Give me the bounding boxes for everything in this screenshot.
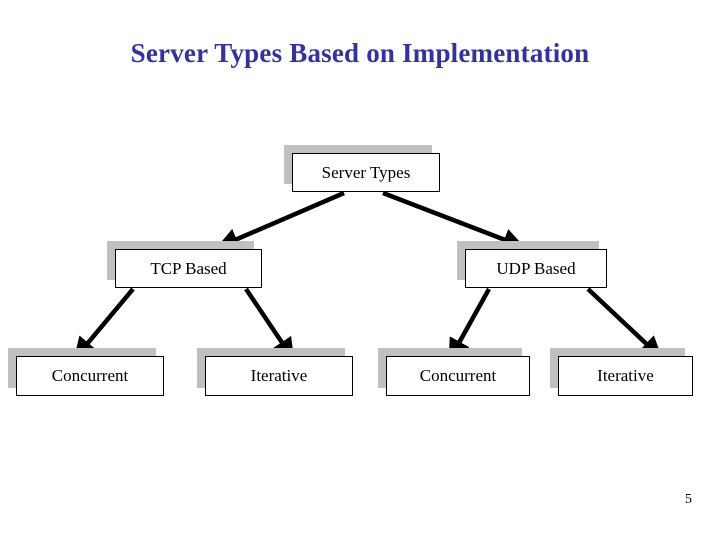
node-face: UDP Based — [465, 249, 607, 288]
page-number: 5 — [685, 492, 692, 507]
edge-udp-to-iterative — [586, 287, 663, 359]
node-label: UDP Based — [496, 258, 576, 278]
node-tcp-concurrent[interactable]: Concurrent — [8, 348, 164, 396]
node-label: TCP Based — [150, 258, 227, 278]
node-udp-concurrent[interactable]: Concurrent — [378, 348, 530, 396]
node-face: Iterative — [205, 356, 353, 396]
node-tcp-based[interactable]: TCP Based — [107, 241, 262, 288]
node-face: Server Types — [292, 153, 440, 192]
node-label: Server Types — [321, 162, 411, 182]
edge-tcp-to-concurrent — [73, 287, 135, 361]
node-face: Iterative — [558, 356, 693, 396]
node-udp-based[interactable]: UDP Based — [457, 241, 607, 288]
node-label: Concurrent — [419, 366, 497, 385]
edge-tcp-to-iterative — [244, 287, 295, 361]
edge-root-to-udp — [382, 190, 526, 251]
edge-udp-to-concurrent — [448, 287, 491, 362]
node-face: TCP Based — [115, 249, 262, 288]
node-face: Concurrent — [386, 356, 530, 396]
node-tcp-iterative[interactable]: Iterative — [197, 348, 353, 396]
node-label: Concurrent — [51, 366, 129, 385]
node-server-types[interactable]: Server Types — [284, 145, 440, 192]
edge-root-to-tcp — [216, 190, 345, 250]
node-udp-iterative[interactable]: Iterative — [550, 348, 693, 396]
page-title: Server Types Based on Implementation — [130, 38, 590, 68]
node-label: Iterative — [597, 366, 654, 385]
node-label: Iterative — [250, 366, 308, 385]
node-face: Concurrent — [16, 356, 164, 396]
